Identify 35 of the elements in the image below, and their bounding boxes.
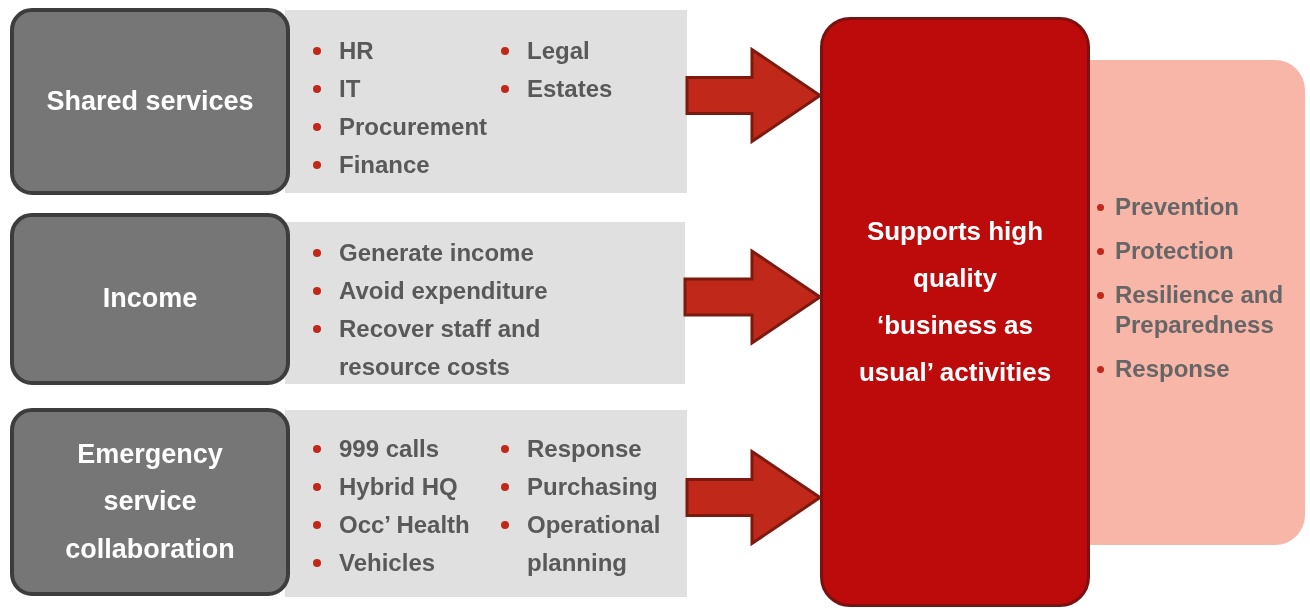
block-arrow — [683, 248, 823, 346]
bullet-item: Estates — [497, 70, 687, 108]
category-box — [10, 408, 290, 596]
list-panel — [285, 222, 685, 384]
label-text: Supports high quality ‘business as usual’ activities — [857, 215, 1053, 389]
bullet-item: Prevention — [1095, 191, 1301, 222]
bullet-item: IT — [309, 70, 489, 108]
bullet-item: Purchasing — [497, 468, 687, 506]
block-arrow — [685, 448, 823, 547]
bullet-item: 999 calls — [309, 430, 489, 468]
label-text: Shared services — [46, 84, 254, 118]
bullet-item: Protection — [1095, 235, 1301, 266]
bullet-item: Resilience and Preparedness — [1095, 279, 1301, 340]
bullet-item: Response — [1095, 353, 1301, 384]
outcome-box — [820, 17, 1090, 607]
bullet-item: Vehicles — [309, 544, 489, 582]
label-text: Emergency service collaboration — [64, 438, 236, 566]
bullet-item: HR — [309, 32, 489, 70]
category-box — [10, 213, 290, 385]
bullet-item: Finance — [309, 146, 489, 184]
block-arrow — [685, 46, 823, 145]
category-box — [10, 8, 290, 195]
bullet-item: Response — [497, 430, 687, 468]
bullet-item: Generate income — [309, 234, 559, 272]
bullet-item: Recover staff and resource costs — [309, 310, 559, 386]
label-text: Income — [102, 282, 198, 316]
bullet-item: Occ’ Health — [309, 506, 489, 544]
bullet-item: Hybrid HQ — [309, 468, 489, 506]
bullet-item: Avoid expenditure — [309, 272, 559, 310]
list-panel — [285, 410, 687, 597]
bullet-item: Operational planning — [497, 506, 687, 582]
bullet-item: Legal — [497, 32, 687, 70]
bullet-item: Procurement — [309, 108, 489, 146]
list-panel — [285, 10, 687, 193]
outcome-list-box — [1089, 60, 1305, 545]
